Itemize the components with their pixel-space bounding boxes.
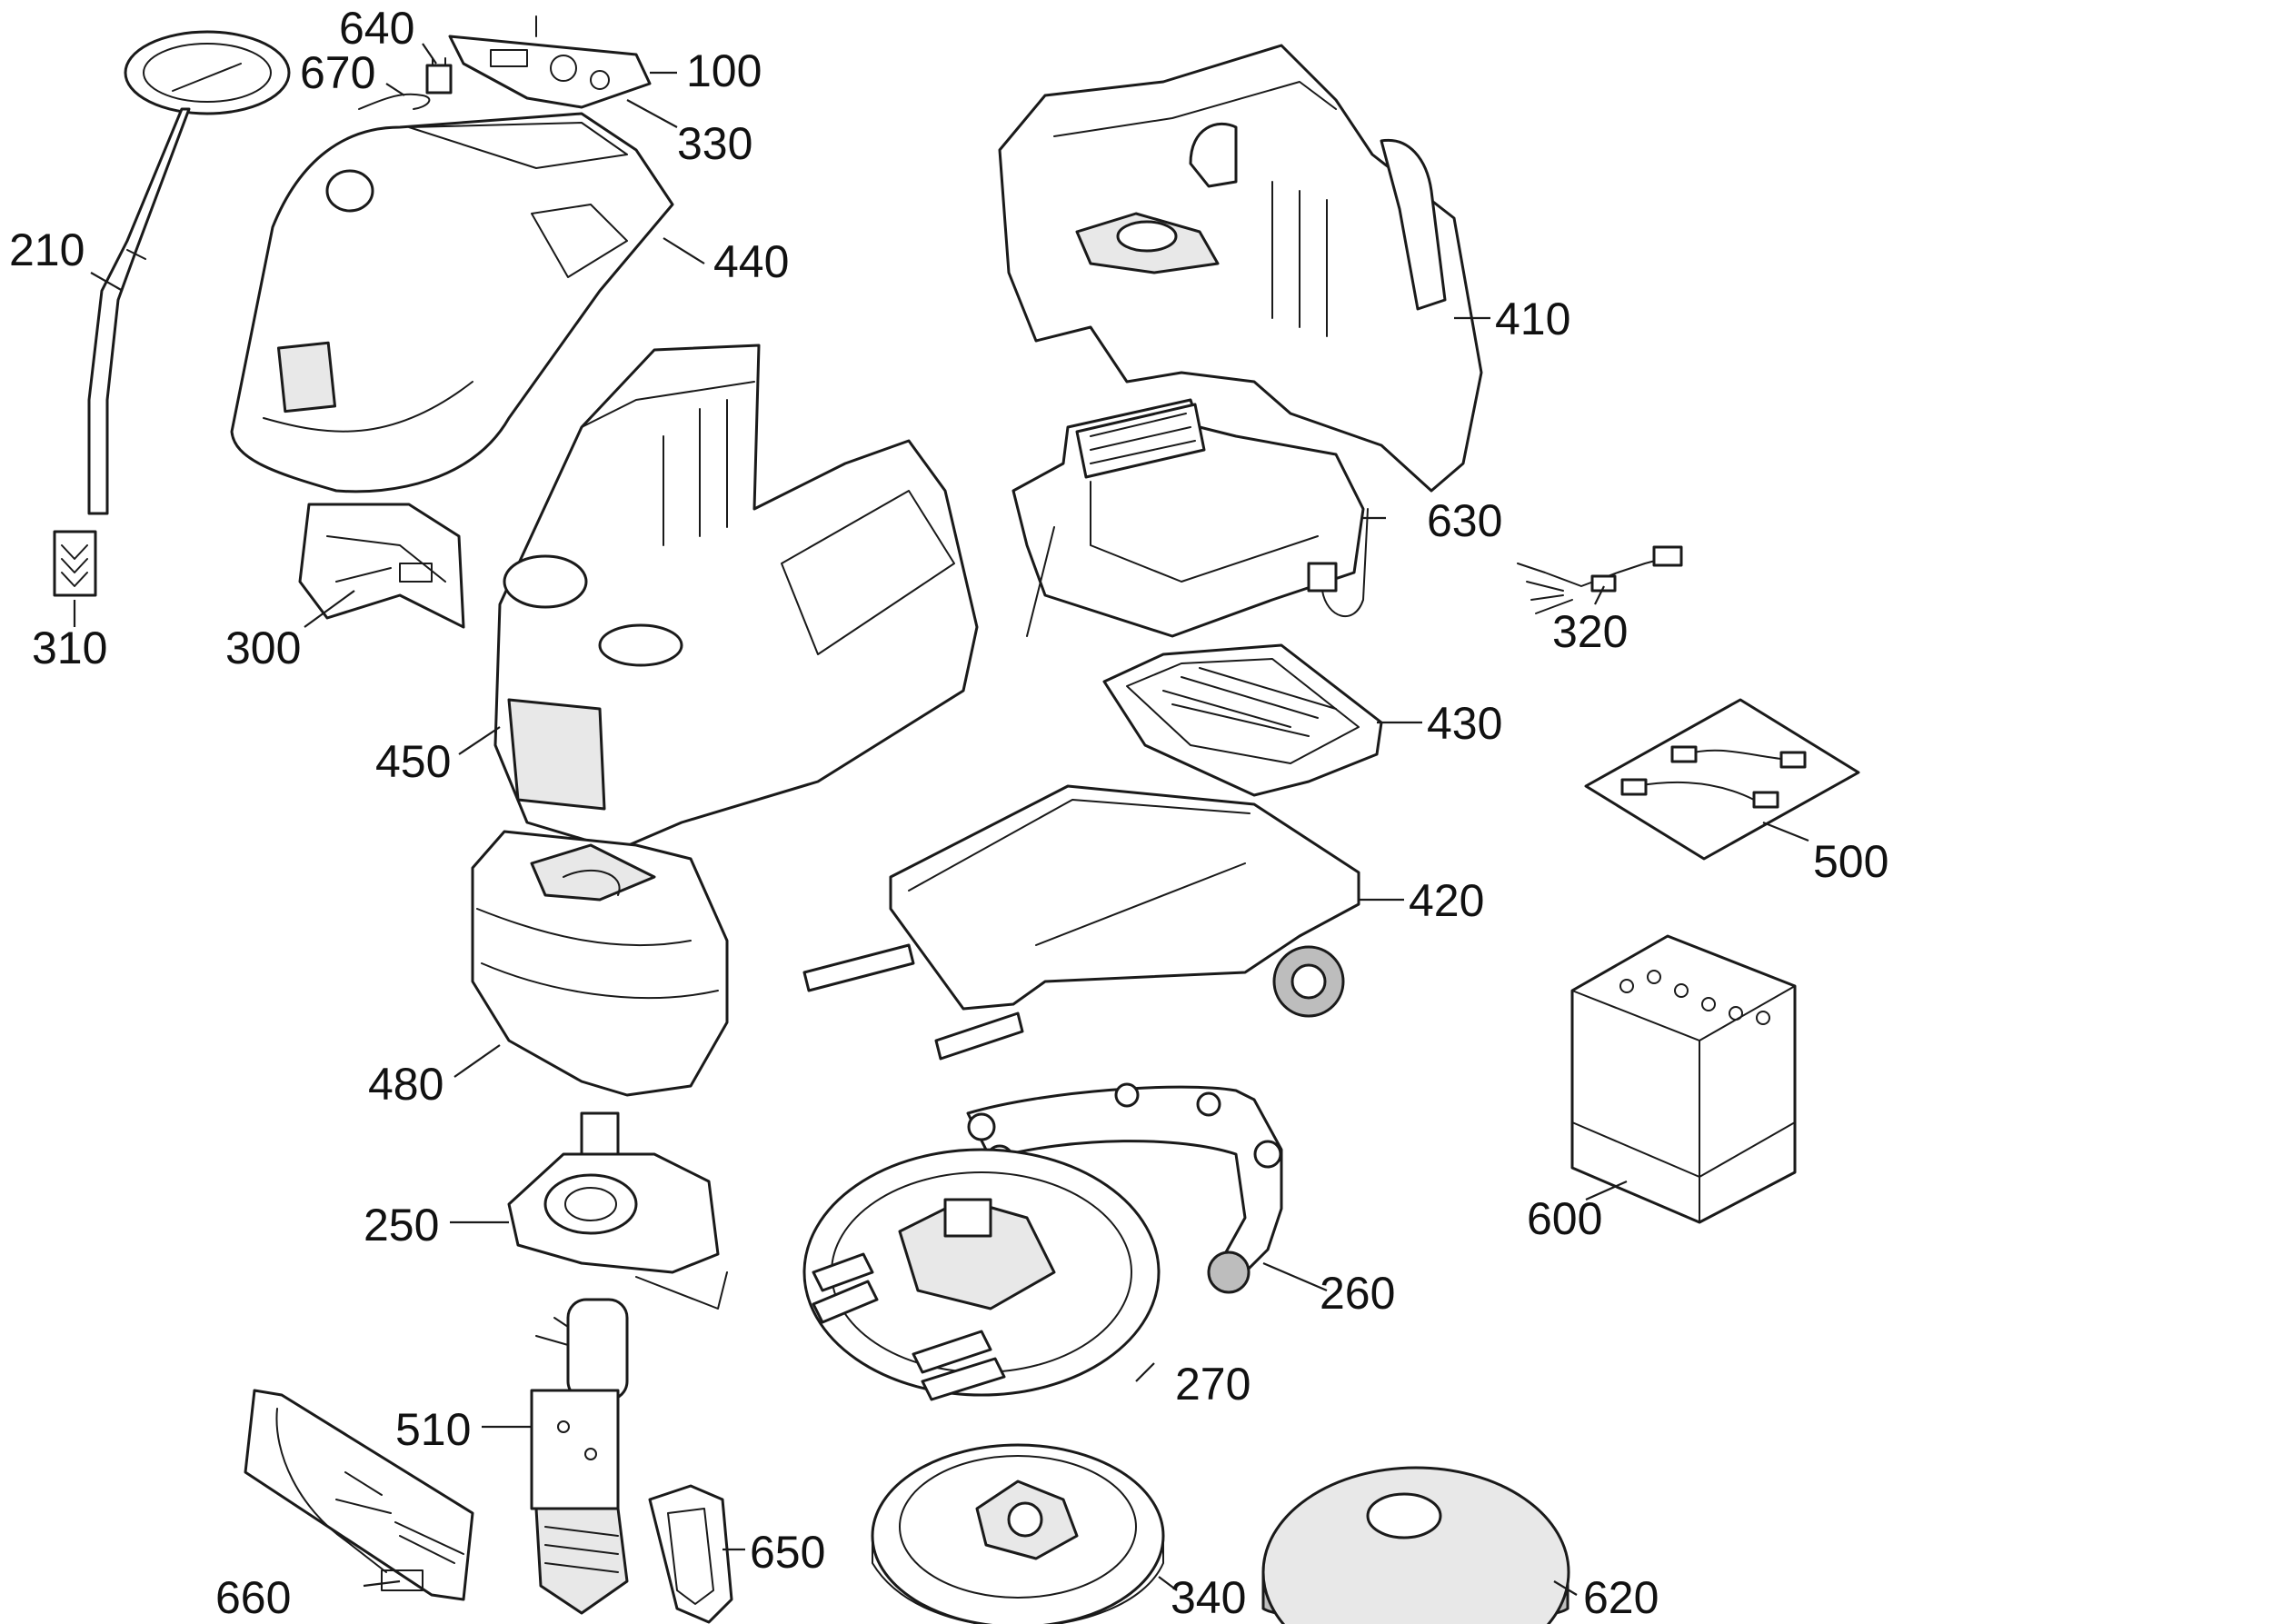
pad-driver-part-340	[871, 1443, 1165, 1624]
callout-450: 450	[375, 736, 451, 787]
tank-part-410	[998, 44, 1483, 493]
control-panel-part-100	[448, 15, 652, 109]
brush-deck-part-270	[802, 1148, 1161, 1401]
callout-300: 300	[225, 623, 301, 673]
callout-480: 480	[368, 1059, 443, 1110]
main-body-part-450	[493, 344, 979, 852]
callout-210: 210	[9, 224, 85, 275]
scrub-pad-part-620	[1261, 1466, 1570, 1624]
callout-330: 330	[677, 118, 752, 169]
callout-600: 600	[1527, 1193, 1602, 1244]
motor-mount-part-250	[507, 1111, 728, 1310]
cable-harness-part-320	[1517, 545, 1683, 614]
callout-500: 500	[1813, 836, 1888, 887]
drive-belt-part-650	[648, 1484, 733, 1624]
charger-tray-part-630	[1011, 398, 1369, 638]
callout-labels: 640 670 100 330 440 210 310 300 450 480 …	[9, 3, 1888, 1623]
battery-part-600	[1570, 934, 1797, 1224]
cable-kit-part-500	[1584, 698, 1860, 861]
callout-670: 670	[300, 47, 375, 98]
callout-250: 250	[364, 1200, 439, 1250]
callout-510: 510	[395, 1404, 471, 1455]
callout-420: 420	[1409, 875, 1484, 926]
bracket-part-300	[298, 503, 465, 629]
chassis-frame-part-420	[802, 784, 1360, 1061]
callout-410: 410	[1495, 294, 1570, 344]
steering-wheel-part-210	[87, 30, 291, 515]
callout-650: 650	[750, 1527, 825, 1578]
callout-340: 340	[1171, 1572, 1246, 1623]
front-shroud-part-480	[471, 830, 729, 1097]
callout-620: 620	[1583, 1572, 1659, 1623]
filter-tray-part-430	[1102, 643, 1383, 797]
drive-motor-part-510	[530, 1298, 629, 1615]
wiring-kit-part-660	[244, 1389, 474, 1601]
callout-630: 630	[1427, 495, 1502, 546]
leader-lines	[73, 43, 1809, 1596]
callout-100: 100	[686, 45, 762, 96]
callout-430: 430	[1427, 698, 1502, 749]
top-cover-part-440	[230, 112, 674, 493]
switch-part-640	[425, 57, 453, 95]
callout-440: 440	[713, 236, 789, 287]
label-sticker-part-310	[53, 530, 97, 597]
callout-260: 260	[1320, 1268, 1395, 1319]
callout-640: 640	[339, 3, 414, 54]
callout-270: 270	[1175, 1359, 1251, 1410]
callout-320: 320	[1552, 606, 1628, 657]
cable-part-670	[358, 93, 431, 110]
callout-660: 660	[215, 1572, 291, 1623]
callout-310: 310	[32, 623, 107, 673]
